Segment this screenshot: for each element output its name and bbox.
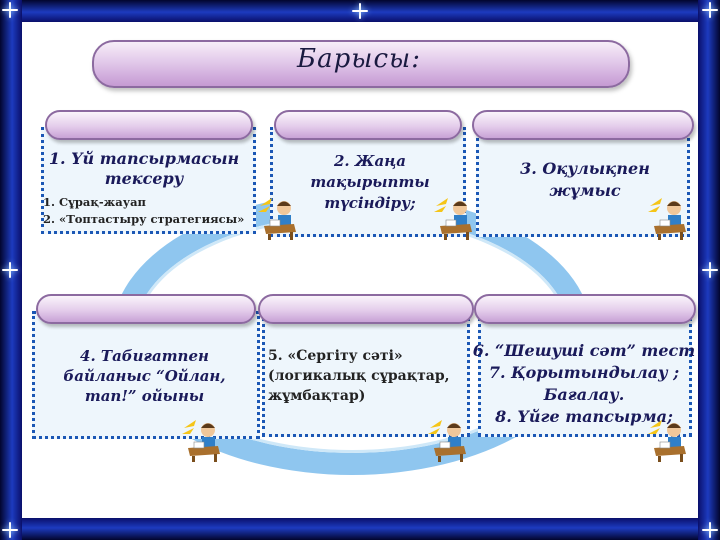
step-1-sub2: 2. «Топтастыру стратегиясы» <box>43 212 283 226</box>
step-cap-1 <box>45 110 253 140</box>
frame-edge-bottom <box>0 518 720 540</box>
step-cap-5 <box>258 294 474 324</box>
sparkle-icon <box>2 522 18 538</box>
step-3-text: 3. Оқулықпен жұмыс <box>510 158 660 202</box>
step-6-line2: 7. Қорытындылау ; <box>470 362 698 384</box>
student-at-desk-icon <box>646 418 690 462</box>
step-cap-4 <box>36 294 256 324</box>
step-6-line3: Бағалау. <box>470 384 698 406</box>
student-at-desk-icon <box>256 196 300 240</box>
step-5-text: 5. «Сергіту сәті» (логикалық сұрақтар, ж… <box>268 346 464 406</box>
sparkle-icon <box>702 522 718 538</box>
sparkle-icon <box>2 262 18 278</box>
sparkle-icon <box>702 262 718 278</box>
sparkle-icon <box>702 2 718 18</box>
sparkle-icon <box>2 2 18 18</box>
step-4-text: 4. Табиғатпен байланыс “Ойлан, тап!” ойы… <box>52 346 237 406</box>
slide-title: Барысы: <box>92 44 626 74</box>
step-1-sub1: 1. Сұрақ-жауап <box>43 195 283 209</box>
student-at-desk-icon <box>646 196 690 240</box>
step-6-line1: 6. “Шешуші сәт” тест <box>470 340 698 362</box>
student-at-desk-icon <box>426 418 470 462</box>
step-cap-3 <box>472 110 694 140</box>
step-1-heading: 1. Үй тапсырмасын тексеру <box>44 149 244 189</box>
student-at-desk-icon <box>432 196 476 240</box>
step-cap-2 <box>274 110 462 140</box>
sparkle-icon <box>352 3 368 19</box>
step-cap-6 <box>474 294 696 324</box>
student-at-desk-icon <box>180 418 224 462</box>
